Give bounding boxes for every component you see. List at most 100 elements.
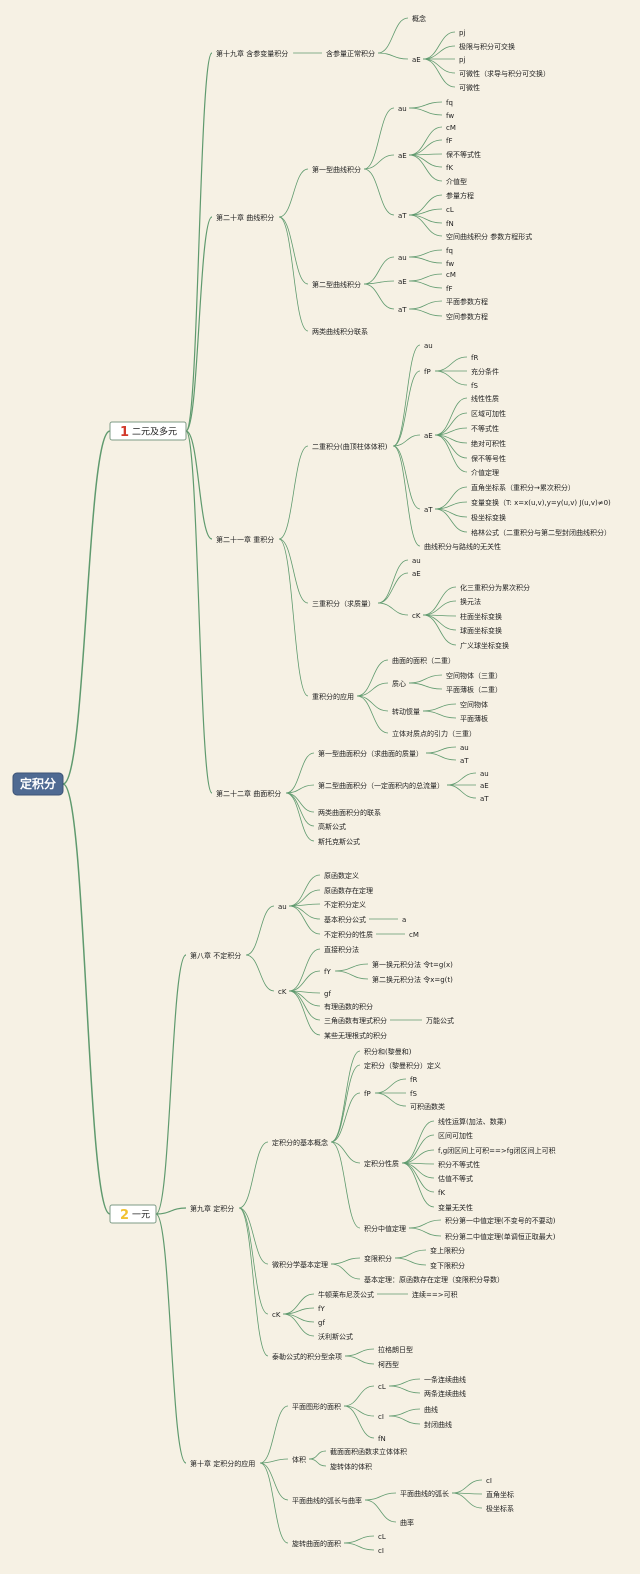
- mindmap-node-label[interactable]: 充分条件: [471, 367, 499, 376]
- mindmap-node-label[interactable]: 变下限积分: [430, 1261, 465, 1270]
- mindmap-node-label[interactable]: 拉格朗日型: [378, 1345, 413, 1354]
- mindmap-node-label[interactable]: fN: [446, 220, 454, 228]
- mindmap-node-label[interactable]: fF: [446, 137, 453, 145]
- mindmap-node-label[interactable]: 第二型曲面积分（一定面积内的总流量）: [318, 781, 444, 790]
- mindmap-node-label[interactable]: 三重积分（求质量）: [312, 599, 375, 608]
- mindmap-node-label[interactable]: 斯托克斯公式: [318, 837, 360, 846]
- mindmap-node-label[interactable]: fw: [446, 260, 454, 268]
- mindmap-node-label[interactable]: 有理函数的积分: [324, 1002, 373, 1011]
- mindmap-node-label[interactable]: aE: [424, 432, 433, 440]
- mindmap-node-label[interactable]: aT: [460, 757, 469, 765]
- mindmap-node-label[interactable]: 旋转体的体积: [330, 1462, 372, 1471]
- mindmap-node-label[interactable]: 曲线积分与路线的无关性: [424, 542, 501, 551]
- mindmap-node-label[interactable]: 二重积分(曲顶柱体体积): [312, 442, 388, 451]
- mindmap-node-label[interactable]: cI: [378, 1413, 384, 1421]
- mindmap-node-label[interactable]: 第二型曲线积分: [312, 280, 361, 289]
- mindmap-node-label[interactable]: 空间物体: [460, 700, 488, 709]
- mindmap-node-label[interactable]: 化三重积分为累次积分: [460, 583, 530, 592]
- mindmap-node-label[interactable]: 基本积分公式: [324, 915, 366, 924]
- mindmap-node-label[interactable]: 第九章 定积分: [190, 1204, 234, 1213]
- mindmap-node-label[interactable]: 某些无理根式的积分: [324, 1031, 387, 1040]
- mindmap-node-label[interactable]: 曲线: [424, 1405, 438, 1414]
- mindmap-node-label[interactable]: 格林公式（二重积分与第二型封闭曲线积分）: [471, 528, 611, 537]
- mindmap-node-label[interactable]: au: [278, 903, 287, 911]
- mindmap-node-label[interactable]: 转动惯量: [392, 707, 420, 716]
- mindmap-node-label[interactable]: cM: [446, 271, 456, 279]
- mindmap-node-label[interactable]: 空间曲线积分 参数方程形式: [446, 232, 532, 241]
- mindmap-node-label[interactable]: 第二换元积分法 令x=g(t): [372, 975, 453, 984]
- mindmap-node-label[interactable]: pj: [459, 56, 465, 64]
- mindmap-node-label[interactable]: 连续==>可积: [412, 1290, 458, 1299]
- mindmap-node-label[interactable]: gf: [324, 990, 331, 998]
- mindmap-node-label[interactable]: 保不等式性: [446, 150, 481, 159]
- mindmap-node-label[interactable]: 积分第一中值定理(不变号的不要动): [445, 1216, 556, 1225]
- mindmap-node-label[interactable]: 区间可加性: [438, 1131, 473, 1140]
- mindmap-node-label[interactable]: 质心: [392, 679, 406, 688]
- mindmap-node-label[interactable]: 一条连续曲线: [424, 1375, 466, 1384]
- mindmap-node-label[interactable]: 含参量正常积分: [326, 49, 375, 58]
- mindmap-node-label[interactable]: cM: [409, 931, 419, 939]
- mindmap-node-label[interactable]: fN: [378, 1435, 386, 1443]
- mindmap-node-label[interactable]: 立体对质点的引力（三重）: [392, 729, 476, 738]
- mindmap-node-label[interactable]: 变上限积分: [430, 1246, 465, 1255]
- mindmap-node-label[interactable]: 极坐标系: [486, 1504, 514, 1513]
- mindmap-node-label[interactable]: 平面薄板（二重）: [446, 685, 502, 694]
- mindmap-node-label[interactable]: 定积分（黎曼积分）定义: [364, 1061, 441, 1070]
- mindmap-node-label[interactable]: fR: [471, 354, 478, 362]
- mindmap-node-label[interactable]: 平面曲线的弧长: [400, 1489, 449, 1498]
- mindmap-node-label[interactable]: 线性性质: [471, 394, 499, 403]
- mindmap-node-label[interactable]: fK: [438, 1189, 445, 1197]
- mindmap-node-label[interactable]: aE: [398, 278, 407, 286]
- mindmap-node-label[interactable]: 泰勒公式的积分型余项: [272, 1352, 342, 1361]
- mindmap-node-label[interactable]: 直接积分法: [324, 945, 359, 954]
- mindmap-node-label[interactable]: 球面坐标变换: [460, 626, 502, 635]
- mindmap-node-label[interactable]: 极限与积分可交换: [459, 42, 515, 51]
- mindmap-node-label[interactable]: cL: [446, 206, 454, 214]
- mindmap-node-label[interactable]: 概念: [412, 14, 426, 23]
- mindmap-node-label[interactable]: au: [460, 744, 469, 752]
- mindmap-node-label[interactable]: aT: [398, 212, 407, 220]
- mindmap-node-label[interactable]: 估值不等式: [438, 1174, 473, 1183]
- mindmap-node-label[interactable]: 第二十章 曲线积分: [216, 213, 274, 222]
- mindmap-node-label[interactable]: gf: [318, 1319, 325, 1327]
- mindmap-node-label[interactable]: 两条连续曲线: [424, 1389, 466, 1398]
- mindmap-node-label[interactable]: aT: [480, 795, 489, 803]
- mindmap-node-label[interactable]: 直角坐标: [486, 1490, 514, 1499]
- mindmap-node-label[interactable]: fR: [410, 1076, 417, 1084]
- mindmap-node-label[interactable]: 高斯公式: [318, 822, 346, 831]
- mindmap-node-label[interactable]: fq: [446, 247, 453, 255]
- mindmap-node-label[interactable]: cM: [446, 124, 456, 132]
- mindmap-node-label[interactable]: au: [398, 254, 407, 262]
- mindmap-node-label[interactable]: aT: [398, 306, 407, 314]
- mindmap-node-label[interactable]: pj: [459, 29, 465, 37]
- mindmap-node-label[interactable]: 两类曲面积分的联系: [318, 808, 381, 817]
- mindmap-node-label[interactable]: 平面图形的面积: [292, 1402, 341, 1411]
- mindmap-node-label[interactable]: 第二十一章 重积分: [216, 535, 274, 544]
- mindmap-node-label[interactable]: 平面薄板: [460, 714, 488, 723]
- mindmap-node-label[interactable]: 定积分性质: [364, 1159, 399, 1168]
- mindmap-node-label[interactable]: 基本定理：原函数存在定理（变限积分导数）: [364, 1275, 504, 1284]
- mindmap-node-label[interactable]: 可微性: [459, 83, 480, 92]
- mindmap-node-label[interactable]: fq: [446, 99, 453, 107]
- section-node-2[interactable]: 2 一元: [109, 1204, 157, 1224]
- mindmap-node-label[interactable]: 绝对可积性: [471, 439, 506, 448]
- mindmap-node-label[interactable]: au: [412, 557, 421, 565]
- mindmap-node-label[interactable]: 微积分学基本定理: [272, 1260, 328, 1269]
- mindmap-node-label[interactable]: fS: [410, 1090, 417, 1098]
- mindmap-node-label[interactable]: fP: [364, 1090, 371, 1098]
- mindmap-node-label[interactable]: 两类曲线积分联系: [312, 327, 368, 336]
- mindmap-node-label[interactable]: fY: [318, 1305, 325, 1313]
- mindmap-node-label[interactable]: fF: [446, 285, 453, 293]
- mindmap-node-label[interactable]: 线性运算(加法、数乘): [438, 1117, 507, 1126]
- mindmap-node-label[interactable]: 参量方程: [446, 191, 474, 200]
- mindmap-node-label[interactable]: cK: [412, 612, 421, 620]
- mindmap-node-label[interactable]: cI: [378, 1547, 384, 1555]
- mindmap-node-label[interactable]: 封闭曲线: [424, 1420, 452, 1429]
- root-node[interactable]: 定积分: [12, 772, 64, 796]
- mindmap-node-label[interactable]: 截面面积函数求立体体积: [330, 1447, 407, 1456]
- mindmap-node-label[interactable]: 直角坐标系（重积分→累次积分）: [471, 483, 575, 492]
- mindmap-node-label[interactable]: aE: [398, 152, 407, 160]
- mindmap-node-label[interactable]: fY: [324, 968, 331, 976]
- mindmap-node-label[interactable]: 不定积分定义: [324, 900, 366, 909]
- mindmap-node-label[interactable]: fP: [424, 368, 431, 376]
